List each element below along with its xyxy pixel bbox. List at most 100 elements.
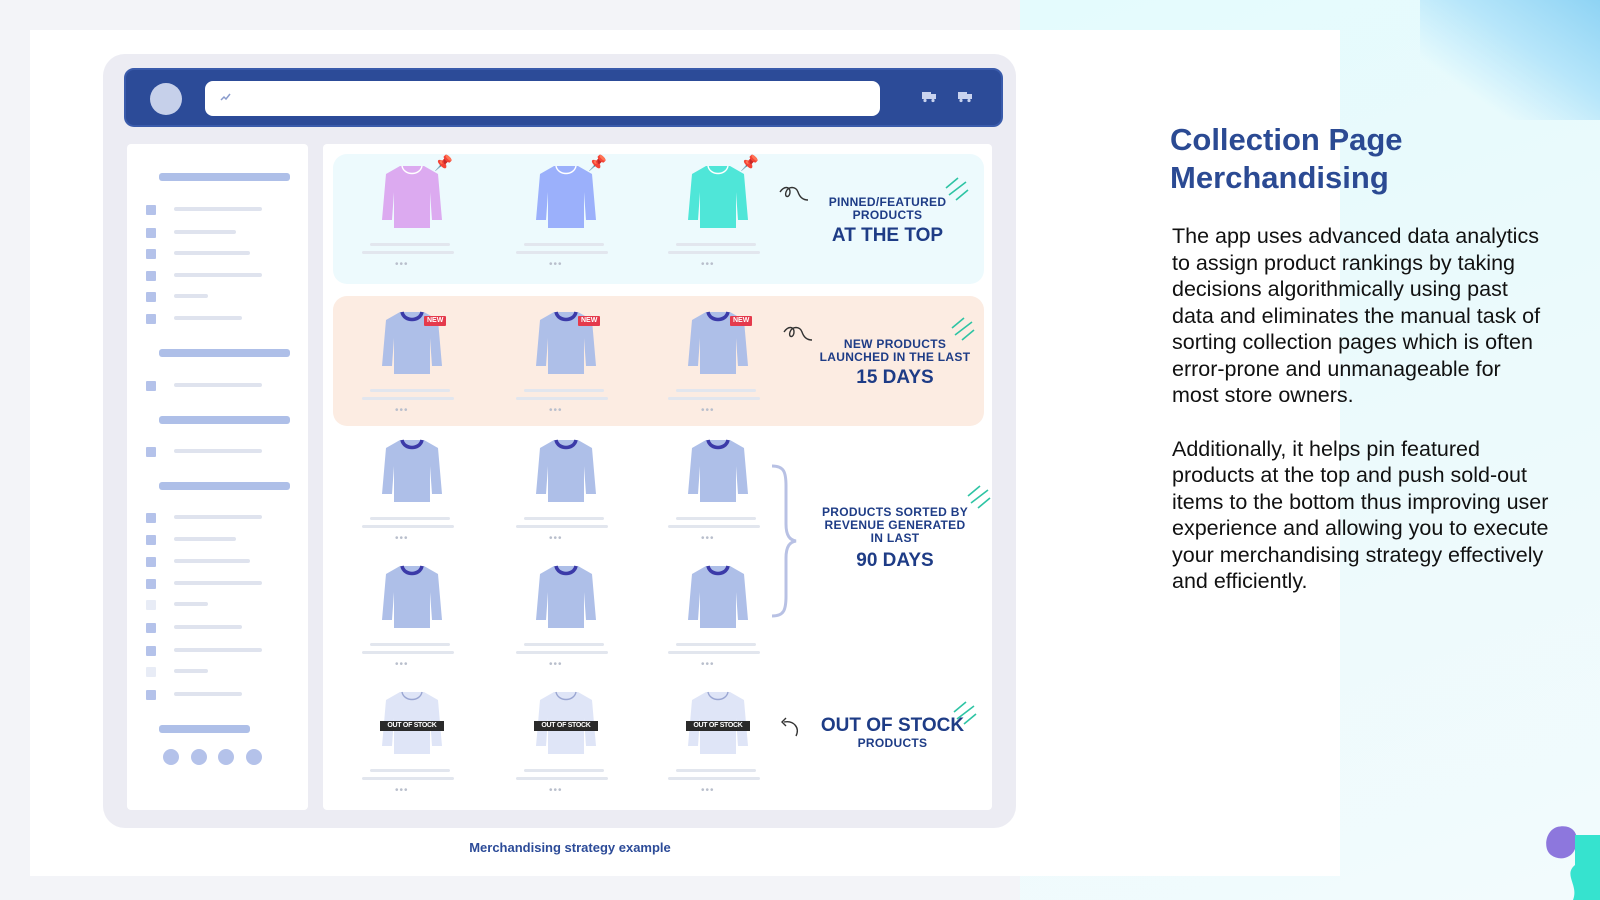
sweater-icon (382, 311, 442, 374)
pushpin-icon: 📌 (588, 155, 607, 172)
filter-label (174, 230, 236, 234)
description-paragraph-2: Additionally, it helps pin featured prod… (1172, 436, 1549, 594)
filter-checkbox[interactable] (146, 292, 156, 302)
filter-label (174, 273, 262, 277)
sweater-icon (536, 439, 596, 502)
search-icon (220, 93, 231, 101)
more-options-icon[interactable]: ••• (701, 785, 715, 796)
more-options-icon[interactable]: ••• (395, 785, 409, 796)
product-card[interactable]: ••• (668, 436, 768, 568)
pushpin-icon: 📌 (434, 155, 453, 172)
product-card[interactable]: NEW ••• (668, 308, 768, 440)
more-options-icon[interactable]: ••• (701, 533, 715, 544)
filter-checkbox[interactable] (146, 690, 156, 700)
product-price-placeholder (362, 651, 454, 654)
filter-checkbox[interactable] (146, 600, 156, 610)
product-title-placeholder (370, 517, 450, 520)
more-options-icon[interactable]: ••• (549, 785, 563, 796)
filter-checkbox[interactable] (146, 513, 156, 523)
product-price-placeholder (516, 777, 608, 780)
product-card[interactable]: OUT OF STOCK••• (362, 688, 462, 820)
more-options-icon[interactable]: ••• (549, 259, 563, 270)
more-options-icon[interactable]: ••• (395, 405, 409, 416)
truck-icon[interactable] (957, 89, 973, 103)
sweater-icon (688, 565, 748, 628)
sweater-icon (536, 565, 596, 628)
more-options-icon[interactable]: ••• (701, 259, 715, 270)
product-card[interactable]: ••• (668, 562, 768, 694)
product-card[interactable]: ••• (516, 436, 616, 568)
product-price-placeholder (668, 251, 760, 254)
truck-icon[interactable] (921, 89, 937, 103)
pagination-dot[interactable] (218, 749, 234, 765)
product-card[interactable]: 📌 ••• (516, 155, 616, 294)
revenue-section-title: 90 DAYS (856, 550, 934, 571)
product-title-placeholder (524, 243, 604, 246)
brand-logo (1546, 826, 1600, 900)
product-card[interactable]: ••• (362, 436, 462, 568)
filter-checkbox[interactable] (146, 646, 156, 656)
filter-label (174, 602, 208, 606)
card-fade (1010, 30, 1340, 876)
product-card[interactable]: ••• (362, 562, 462, 694)
product-card[interactable]: 📌 ••• (362, 155, 462, 294)
filter-checkbox[interactable] (146, 205, 156, 215)
more-options-icon[interactable]: ••• (549, 533, 563, 544)
pagination-dot[interactable] (191, 749, 207, 765)
product-card[interactable]: OUT OF STOCK ••• (516, 688, 616, 820)
pagination-dot[interactable] (163, 749, 179, 765)
filter-checkbox[interactable] (146, 579, 156, 589)
product-title-placeholder (524, 389, 604, 392)
pagination-dot[interactable] (246, 749, 262, 765)
product-card[interactable]: NEW••• (516, 308, 616, 440)
product-price-placeholder (516, 397, 608, 400)
filter-checkbox[interactable] (146, 314, 156, 324)
product-card[interactable]: NEW••• (362, 308, 462, 440)
product-price-placeholder (362, 251, 454, 254)
product-title-placeholder (524, 769, 604, 772)
oos-section-title: OUT OF STOCK (820, 715, 965, 736)
more-options-icon[interactable]: ••• (701, 659, 715, 670)
filter-checkbox[interactable] (146, 228, 156, 238)
filter-checkbox[interactable] (146, 271, 156, 281)
more-options-icon[interactable]: ••• (395, 259, 409, 270)
filter-checkbox[interactable] (146, 447, 156, 457)
new-section-label: NEW PRODUCTS LAUNCHED IN THE LAST (819, 337, 971, 364)
pushpin-icon: 📌 (740, 155, 759, 172)
new-section-title: 15 DAYS (856, 367, 934, 388)
mockup-caption: Merchandising strategy example (469, 840, 671, 855)
filter-checkbox[interactable] (146, 623, 156, 633)
filter-label (174, 648, 262, 652)
sweater-icon (382, 439, 442, 502)
sidebar-group-heading (159, 416, 290, 424)
product-price-placeholder (668, 525, 760, 528)
filter-label (174, 625, 242, 629)
filter-checkbox[interactable] (146, 249, 156, 259)
more-options-icon[interactable]: ••• (549, 659, 563, 670)
more-options-icon[interactable]: ••• (395, 659, 409, 670)
search-input[interactable] (205, 81, 880, 116)
filter-label (174, 559, 250, 563)
product-title-placeholder (370, 389, 450, 392)
product-title-placeholder (370, 243, 450, 246)
pinned-section-title: AT THE TOP (831, 225, 944, 246)
more-options-icon[interactable]: ••• (549, 405, 563, 416)
sidebar-group-heading (159, 173, 290, 181)
product-price-placeholder (516, 525, 608, 528)
product-price-placeholder (516, 651, 608, 654)
product-card[interactable]: OUT OF STOCK••• (668, 688, 768, 820)
out-of-stock-badge: OUT OF STOCK (534, 721, 598, 731)
filter-checkbox[interactable] (146, 535, 156, 545)
filter-checkbox[interactable] (146, 557, 156, 567)
more-options-icon[interactable]: ••• (395, 533, 409, 544)
sweater-icon (536, 165, 596, 228)
filter-checkbox[interactable] (146, 381, 156, 391)
new-badge: NEW (730, 316, 753, 326)
product-price-placeholder (362, 777, 454, 780)
product-card[interactable]: 📌 ••• (668, 155, 768, 294)
product-card[interactable]: ••• (516, 562, 616, 694)
mockup-sidebar (127, 144, 308, 810)
filter-checkbox[interactable] (146, 667, 156, 677)
more-options-icon[interactable]: ••• (701, 405, 715, 416)
product-title-placeholder (676, 389, 756, 392)
